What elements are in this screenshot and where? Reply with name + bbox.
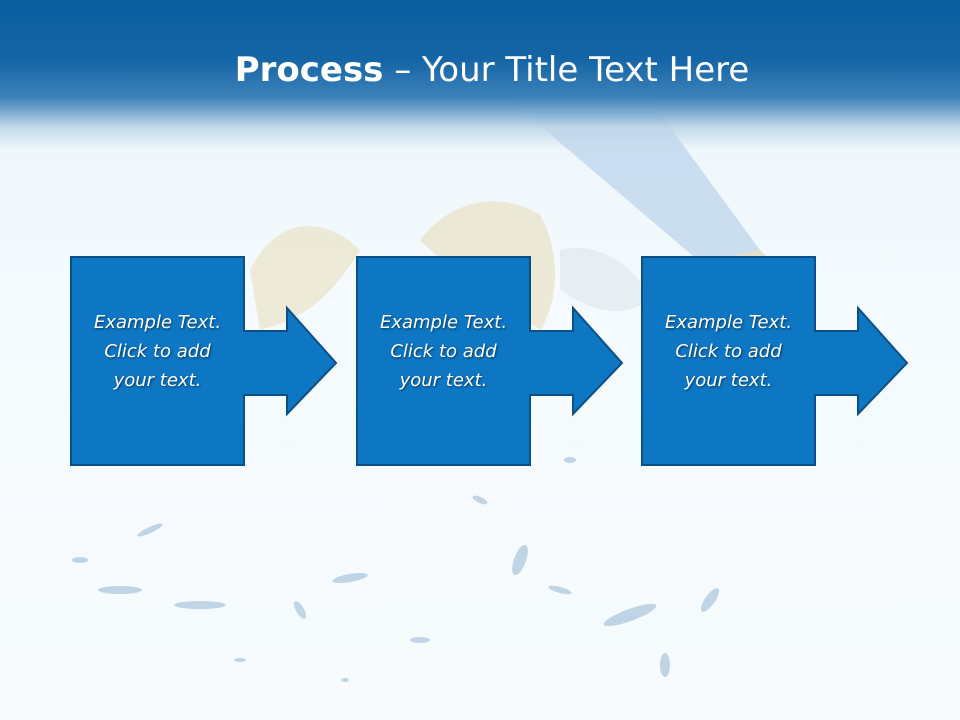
title-bar <box>0 0 960 150</box>
arrow-box-shape <box>356 256 624 466</box>
process-step-1[interactable]: Example Text. Click to add your text. <box>70 256 340 468</box>
slide-title-rest: – Your Title Text Here <box>383 50 750 90</box>
step-text-line-3: your text. <box>113 370 202 391</box>
step-reflection <box>357 391 622 469</box>
step-text[interactable]: Example Text. Click to add your text. <box>356 308 531 395</box>
step-reflection <box>71 391 336 469</box>
step-text-line-2: Click to add <box>104 341 211 362</box>
arrow-box-shape <box>70 256 338 466</box>
step-text-line-1: Example Text. <box>93 312 222 333</box>
process-step-2[interactable]: Example Text. Click to add your text. <box>356 256 626 468</box>
step-text[interactable]: Example Text. Click to add your text. <box>641 308 816 395</box>
step-text-line-1: Example Text. <box>664 312 793 333</box>
step-text[interactable]: Example Text. Click to add your text. <box>70 308 245 395</box>
arrow-box-shape <box>641 256 909 466</box>
slide-title[interactable]: Process – Your Title Text Here <box>0 50 960 90</box>
step-text-line-3: your text. <box>399 370 488 391</box>
slide-title-bold: Process <box>234 50 384 90</box>
step-text-line-3: your text. <box>684 370 773 391</box>
step-text-line-1: Example Text. <box>379 312 508 333</box>
process-step-3[interactable]: Example Text. Click to add your text. <box>641 256 911 468</box>
step-reflection <box>642 391 907 469</box>
step-text-line-2: Click to add <box>390 341 497 362</box>
step-text-line-2: Click to add <box>675 341 782 362</box>
